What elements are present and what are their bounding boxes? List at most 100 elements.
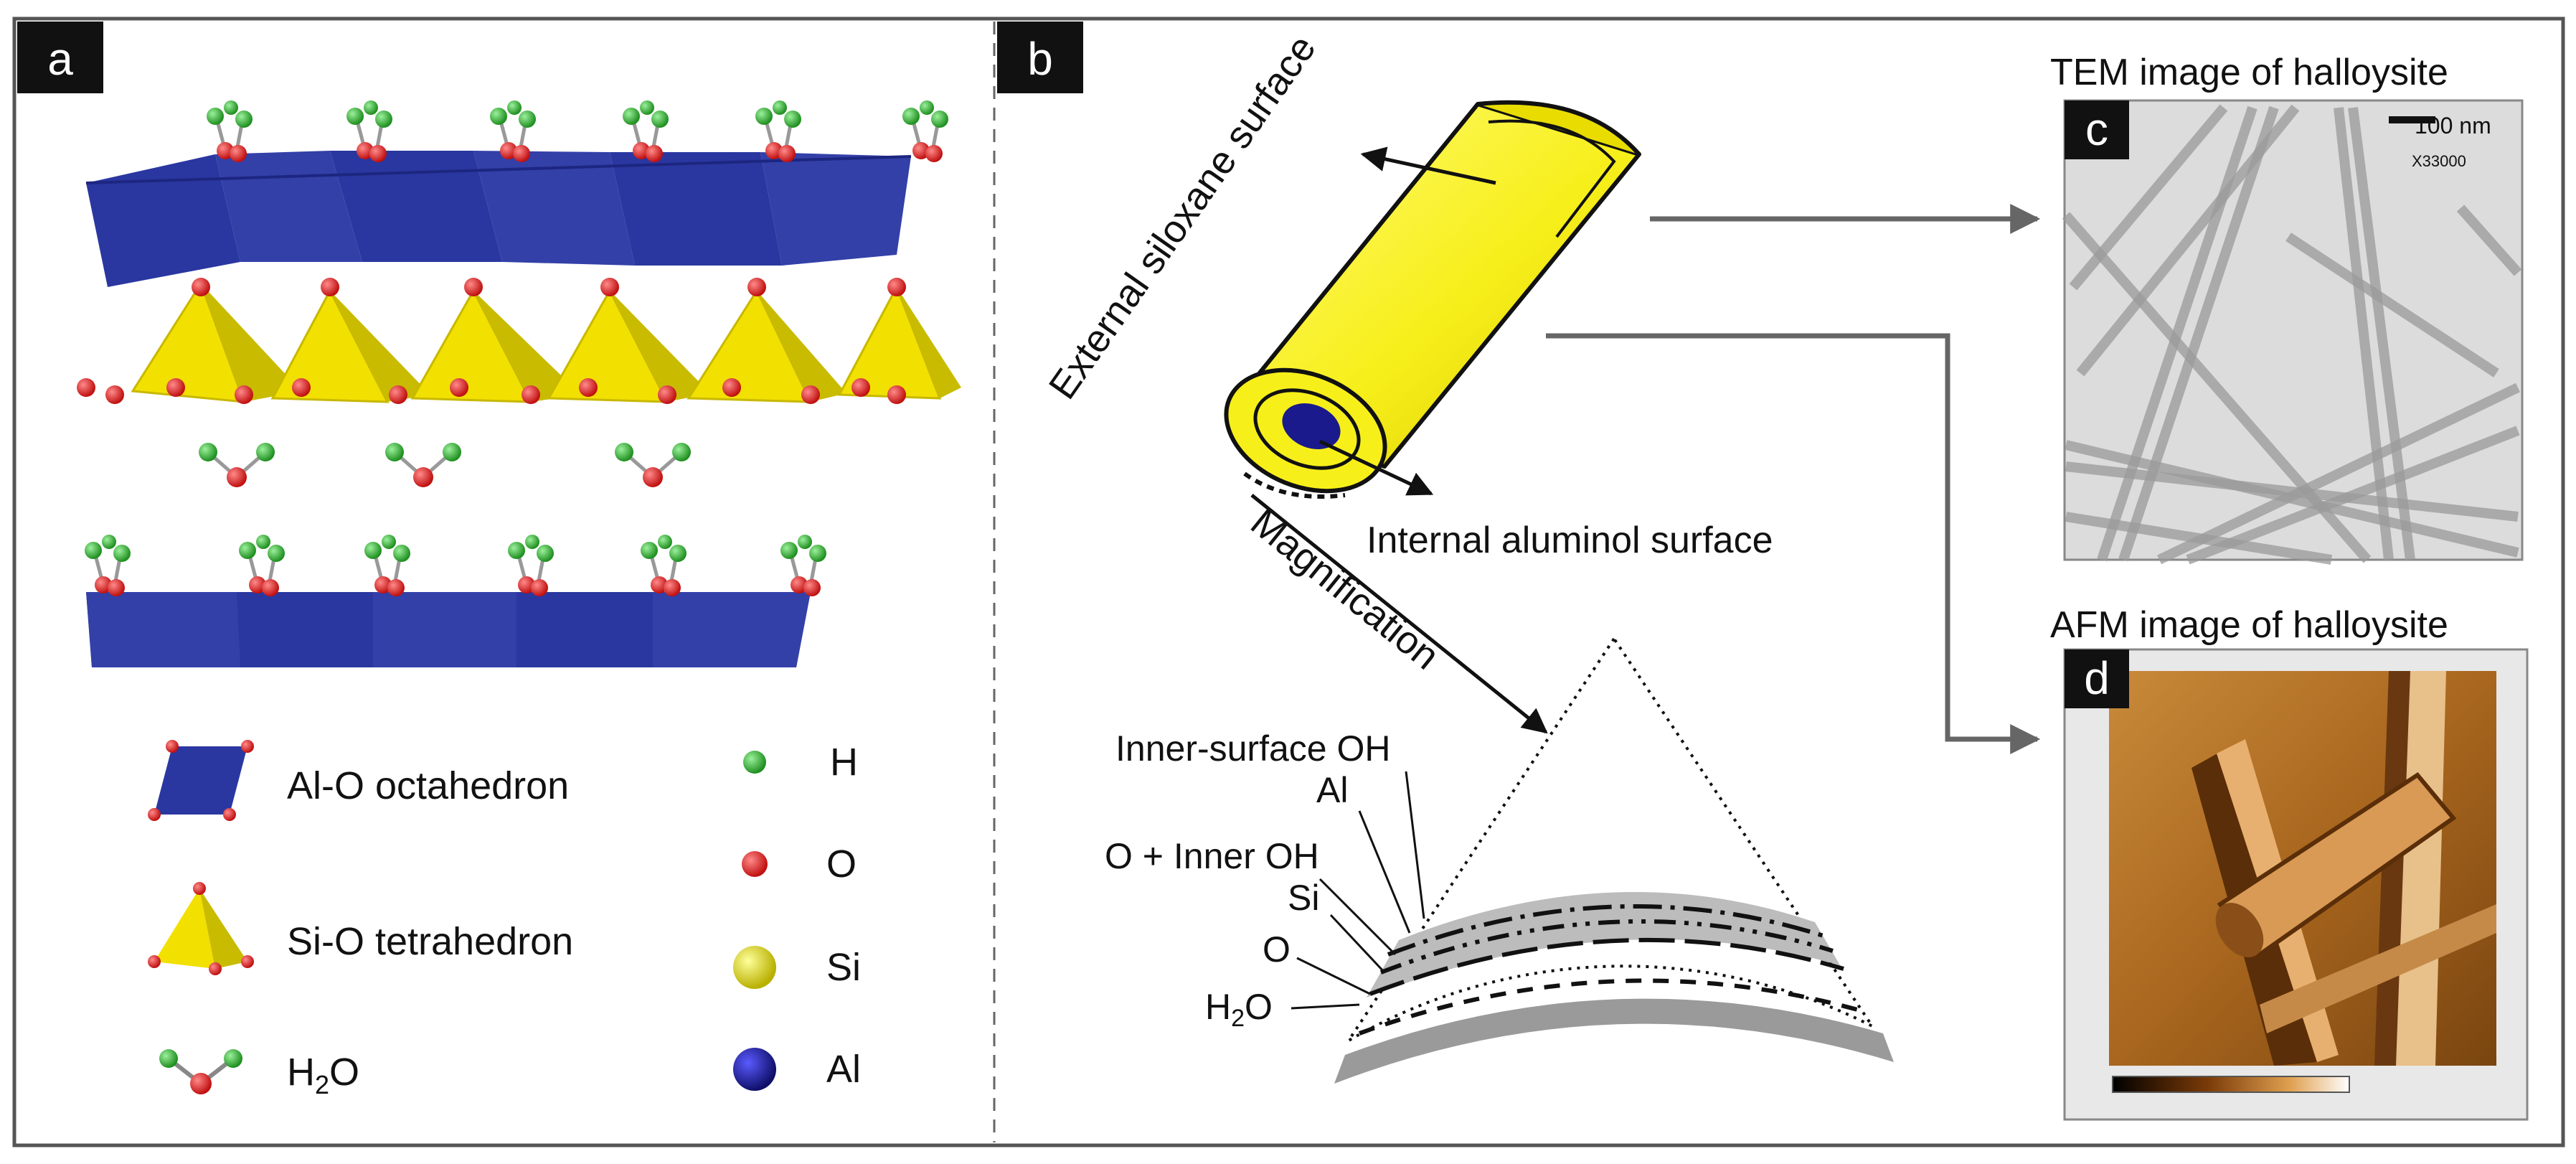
hydrogen-atom [525, 535, 539, 549]
arrow-to-afm [1546, 333, 2041, 754]
hydrogen-atom [920, 100, 934, 115]
legend-water-icon [159, 1049, 242, 1094]
tem-nanotube [2118, 105, 2279, 562]
tem-scale-bar: 100 nm [2415, 113, 2491, 139]
oxygen-atom [651, 576, 668, 593]
hydrogen-atom [651, 111, 669, 128]
external-surface-arrow [1360, 146, 1496, 185]
oxygen-atom [95, 576, 112, 593]
oxygen-atom [374, 576, 392, 593]
legend-oxygen-icon [742, 851, 768, 877]
legend-o: O [826, 843, 857, 886]
layer-water: H2O [1205, 987, 1273, 1032]
hydrogen-atom [102, 535, 116, 549]
atoms-panel-a [77, 100, 948, 596]
hydrogen-atom [268, 545, 285, 562]
hydrogen-atom [507, 100, 522, 115]
oxygen-atom [262, 579, 279, 596]
oxygen-atom [500, 142, 517, 159]
oxygen-atom [513, 145, 530, 162]
legend-si-o-tetrahedron: Si-O tetrahedron [287, 920, 573, 963]
oxygen-atom [912, 142, 930, 159]
hydrogen-atom [669, 545, 687, 562]
legend-al-o-octahedron: Al-O octahedron [287, 764, 569, 807]
oxygen-atom [321, 278, 339, 296]
legend: Al-O octahedron Si-O tetrahedron H2O H O… [148, 740, 861, 1099]
hydrogen-atom [364, 542, 382, 559]
hydrogen-atom [519, 111, 536, 128]
oxygen-atom [389, 385, 407, 404]
hydrogen-atom [641, 542, 658, 559]
panel-c-tag: c [2065, 100, 2129, 159]
oxygen-atom [217, 142, 234, 159]
oxygen-atom [413, 467, 433, 487]
tem-nanotubes [2062, 104, 2522, 565]
hydrogen-atom [784, 111, 801, 128]
oxygen-atom [887, 385, 906, 404]
panel-d-tag-text: d [2084, 652, 2110, 704]
hydrogen-atom [199, 443, 217, 461]
legend-h: H [830, 741, 858, 784]
tem-nanotube [2062, 212, 2372, 563]
oxygen-atom [633, 142, 650, 159]
hydrogen-atom [364, 100, 378, 115]
panel-b-tag-text: b [1027, 33, 1053, 85]
hydrogen-atom [640, 100, 654, 115]
oxygen-atom [522, 385, 540, 404]
hydrogen-atom [207, 108, 224, 125]
hydrogen-atom [375, 111, 392, 128]
legend-water: H2O [287, 1051, 359, 1099]
tem-nanotube [2348, 107, 2415, 560]
afm-nanotubes [2192, 671, 2496, 1066]
legend-tetrahedron-icon [148, 882, 254, 975]
wedge-layer-labels: Inner-surface OH Al O + Inner OH Si O H2… [1105, 728, 1425, 1032]
oxygen-atom [387, 579, 405, 596]
hydrogen-atom [113, 545, 131, 562]
magnified-wedge [1334, 636, 1894, 1084]
magnification-arrow [1250, 494, 1548, 734]
tem-nanotube [2285, 233, 2499, 377]
hydrogen-atom [809, 545, 826, 562]
tem-nanotube [2065, 512, 2333, 565]
panel-c-tag-text: c [2085, 103, 2108, 155]
hydrogen-atom [537, 545, 554, 562]
lower-octahedral-sheet [86, 592, 811, 667]
panel-a: a [17, 22, 961, 1099]
oxygen-atom [77, 378, 95, 397]
legend-silicon-icon [733, 946, 776, 989]
oxygen-atom [108, 579, 125, 596]
oxygen-atom [803, 579, 821, 596]
legend-si: Si [826, 946, 861, 989]
hydrogen-atom [490, 108, 507, 125]
oxygen-atom [664, 579, 681, 596]
hydrogen-atom [658, 535, 672, 549]
hydrogen-atom [393, 545, 410, 562]
hydrogen-atom [931, 111, 948, 128]
hydrogen-atom [615, 443, 633, 461]
oxygen-atom [292, 378, 311, 397]
oxygen-atom [192, 278, 210, 296]
internal-aluminol-label: Internal aluminol surface [1367, 520, 1773, 561]
afm-title: AFM image of halloysite [2050, 604, 2448, 646]
hydrogen-atom [902, 108, 920, 125]
layer-o-inner-oh: O + Inner OH [1105, 836, 1319, 876]
oxygen-atom [249, 576, 266, 593]
layer-si: Si [1288, 878, 1319, 918]
internal-surface-arrow [1318, 439, 1434, 496]
oxygen-atom [357, 142, 374, 159]
oxygen-atom [105, 385, 124, 404]
legend-octahedron-icon [154, 746, 247, 815]
oxygen-atom [646, 145, 663, 162]
oxygen-atom [464, 278, 483, 296]
hydrogen-atom [256, 443, 275, 461]
panel-d: AFM image of halloysite d [2050, 604, 2529, 1121]
oxygen-atom [765, 142, 783, 159]
oxygen-atom [227, 467, 247, 487]
oxygen-atom [230, 145, 247, 162]
legend-hydrogen-icon [743, 751, 766, 774]
hydrogen-atom [385, 443, 404, 461]
layer-al: Al [1316, 770, 1348, 810]
hydrogen-atom [508, 542, 525, 559]
tem-nanotube [2156, 382, 2521, 565]
